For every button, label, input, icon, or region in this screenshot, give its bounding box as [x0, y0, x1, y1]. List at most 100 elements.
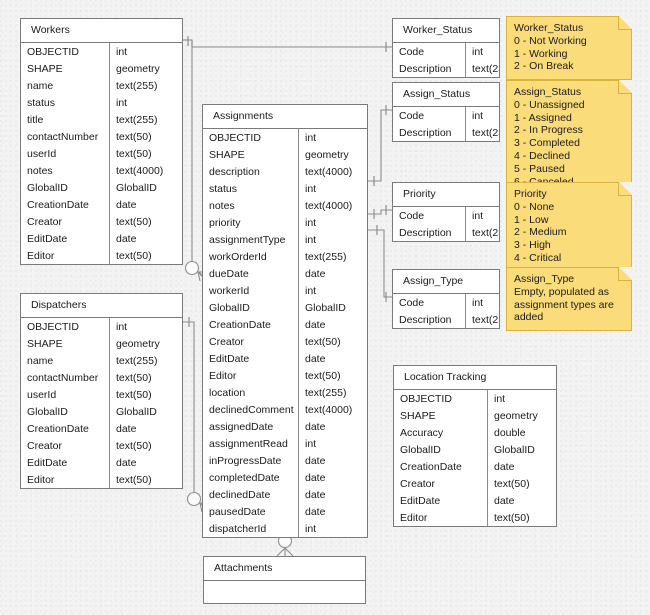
field-type: geometry [305, 148, 349, 161]
entity-title-worker_status: Worker_Status [393, 19, 499, 43]
entity-title-assign_type: Assign_Type [393, 270, 499, 294]
field-type: int [305, 233, 317, 246]
entity-title-assignments: Assignments [203, 105, 367, 129]
field-name: workerId [203, 282, 299, 299]
field-type: date [305, 352, 326, 365]
note-fold-corner-icon [618, 80, 632, 94]
field-type: int [305, 437, 317, 450]
field-row: notes text(4000) [203, 197, 367, 214]
entity-attachments[interactable]: Attachments [203, 556, 366, 604]
field-name: Description [393, 60, 466, 77]
field-type: text(4000) [305, 199, 353, 212]
entity-title-location_tracking: Location Tracking [394, 366, 556, 390]
field-type: text(255) [472, 62, 499, 75]
field-type: int [472, 109, 484, 122]
field-row: inProgressDate date [203, 452, 367, 469]
note-line: Empty, populated as [514, 285, 609, 298]
link-dispatchers-assignments [183, 321, 195, 492]
note-fold-corner-icon [618, 16, 632, 30]
field-type: int [116, 320, 128, 333]
note-title: Assign_Status [514, 86, 582, 98]
field-name: assignedDate [203, 418, 299, 435]
field-name: pausedDate [203, 503, 299, 520]
field-type: text(50) [305, 369, 341, 382]
note-line: 0 - Unassigned [514, 98, 585, 111]
field-type: date [305, 454, 326, 467]
field-name: EditDate [394, 492, 488, 509]
field-name: Editor [21, 471, 110, 488]
field-name: priority [203, 214, 299, 231]
note-line: 3 - High [514, 239, 551, 252]
field-name: dueDate [203, 265, 299, 282]
field-type: date [305, 471, 326, 484]
field-name: declinedDate [203, 486, 299, 503]
link-assignments-priority [368, 209, 392, 215]
field-name: GlobalID [21, 403, 110, 420]
field-name: Editor [394, 509, 488, 526]
field-name: OBJECTID [21, 318, 110, 335]
field-type: GlobalID [305, 301, 346, 314]
field-type: text(50) [305, 335, 341, 348]
field-type: int [494, 392, 506, 405]
note-line: 1 - Working [514, 47, 568, 60]
field-type: date [116, 232, 137, 245]
field-type: int [305, 131, 317, 144]
field-name: notes [203, 197, 299, 214]
field-type: int [472, 45, 484, 58]
field-name: userId [21, 386, 110, 403]
note-line: 0 - None [514, 200, 555, 213]
field-name: CreationDate [394, 458, 488, 475]
field-type: date [305, 488, 326, 501]
field-name: Creator [21, 213, 110, 230]
field-name: Creator [21, 437, 110, 454]
field-row: Description text(255) [393, 60, 499, 77]
field-name: inProgressDate [203, 452, 299, 469]
field-type: int [305, 284, 317, 297]
field-type: GlobalID [116, 181, 157, 194]
note-line: 2 - In Progress [514, 124, 583, 137]
field-name: OBJECTID [394, 390, 488, 407]
note-fold-corner-icon [618, 182, 632, 196]
field-type: geometry [116, 62, 160, 75]
note-line: 2 - On Break [514, 60, 574, 73]
